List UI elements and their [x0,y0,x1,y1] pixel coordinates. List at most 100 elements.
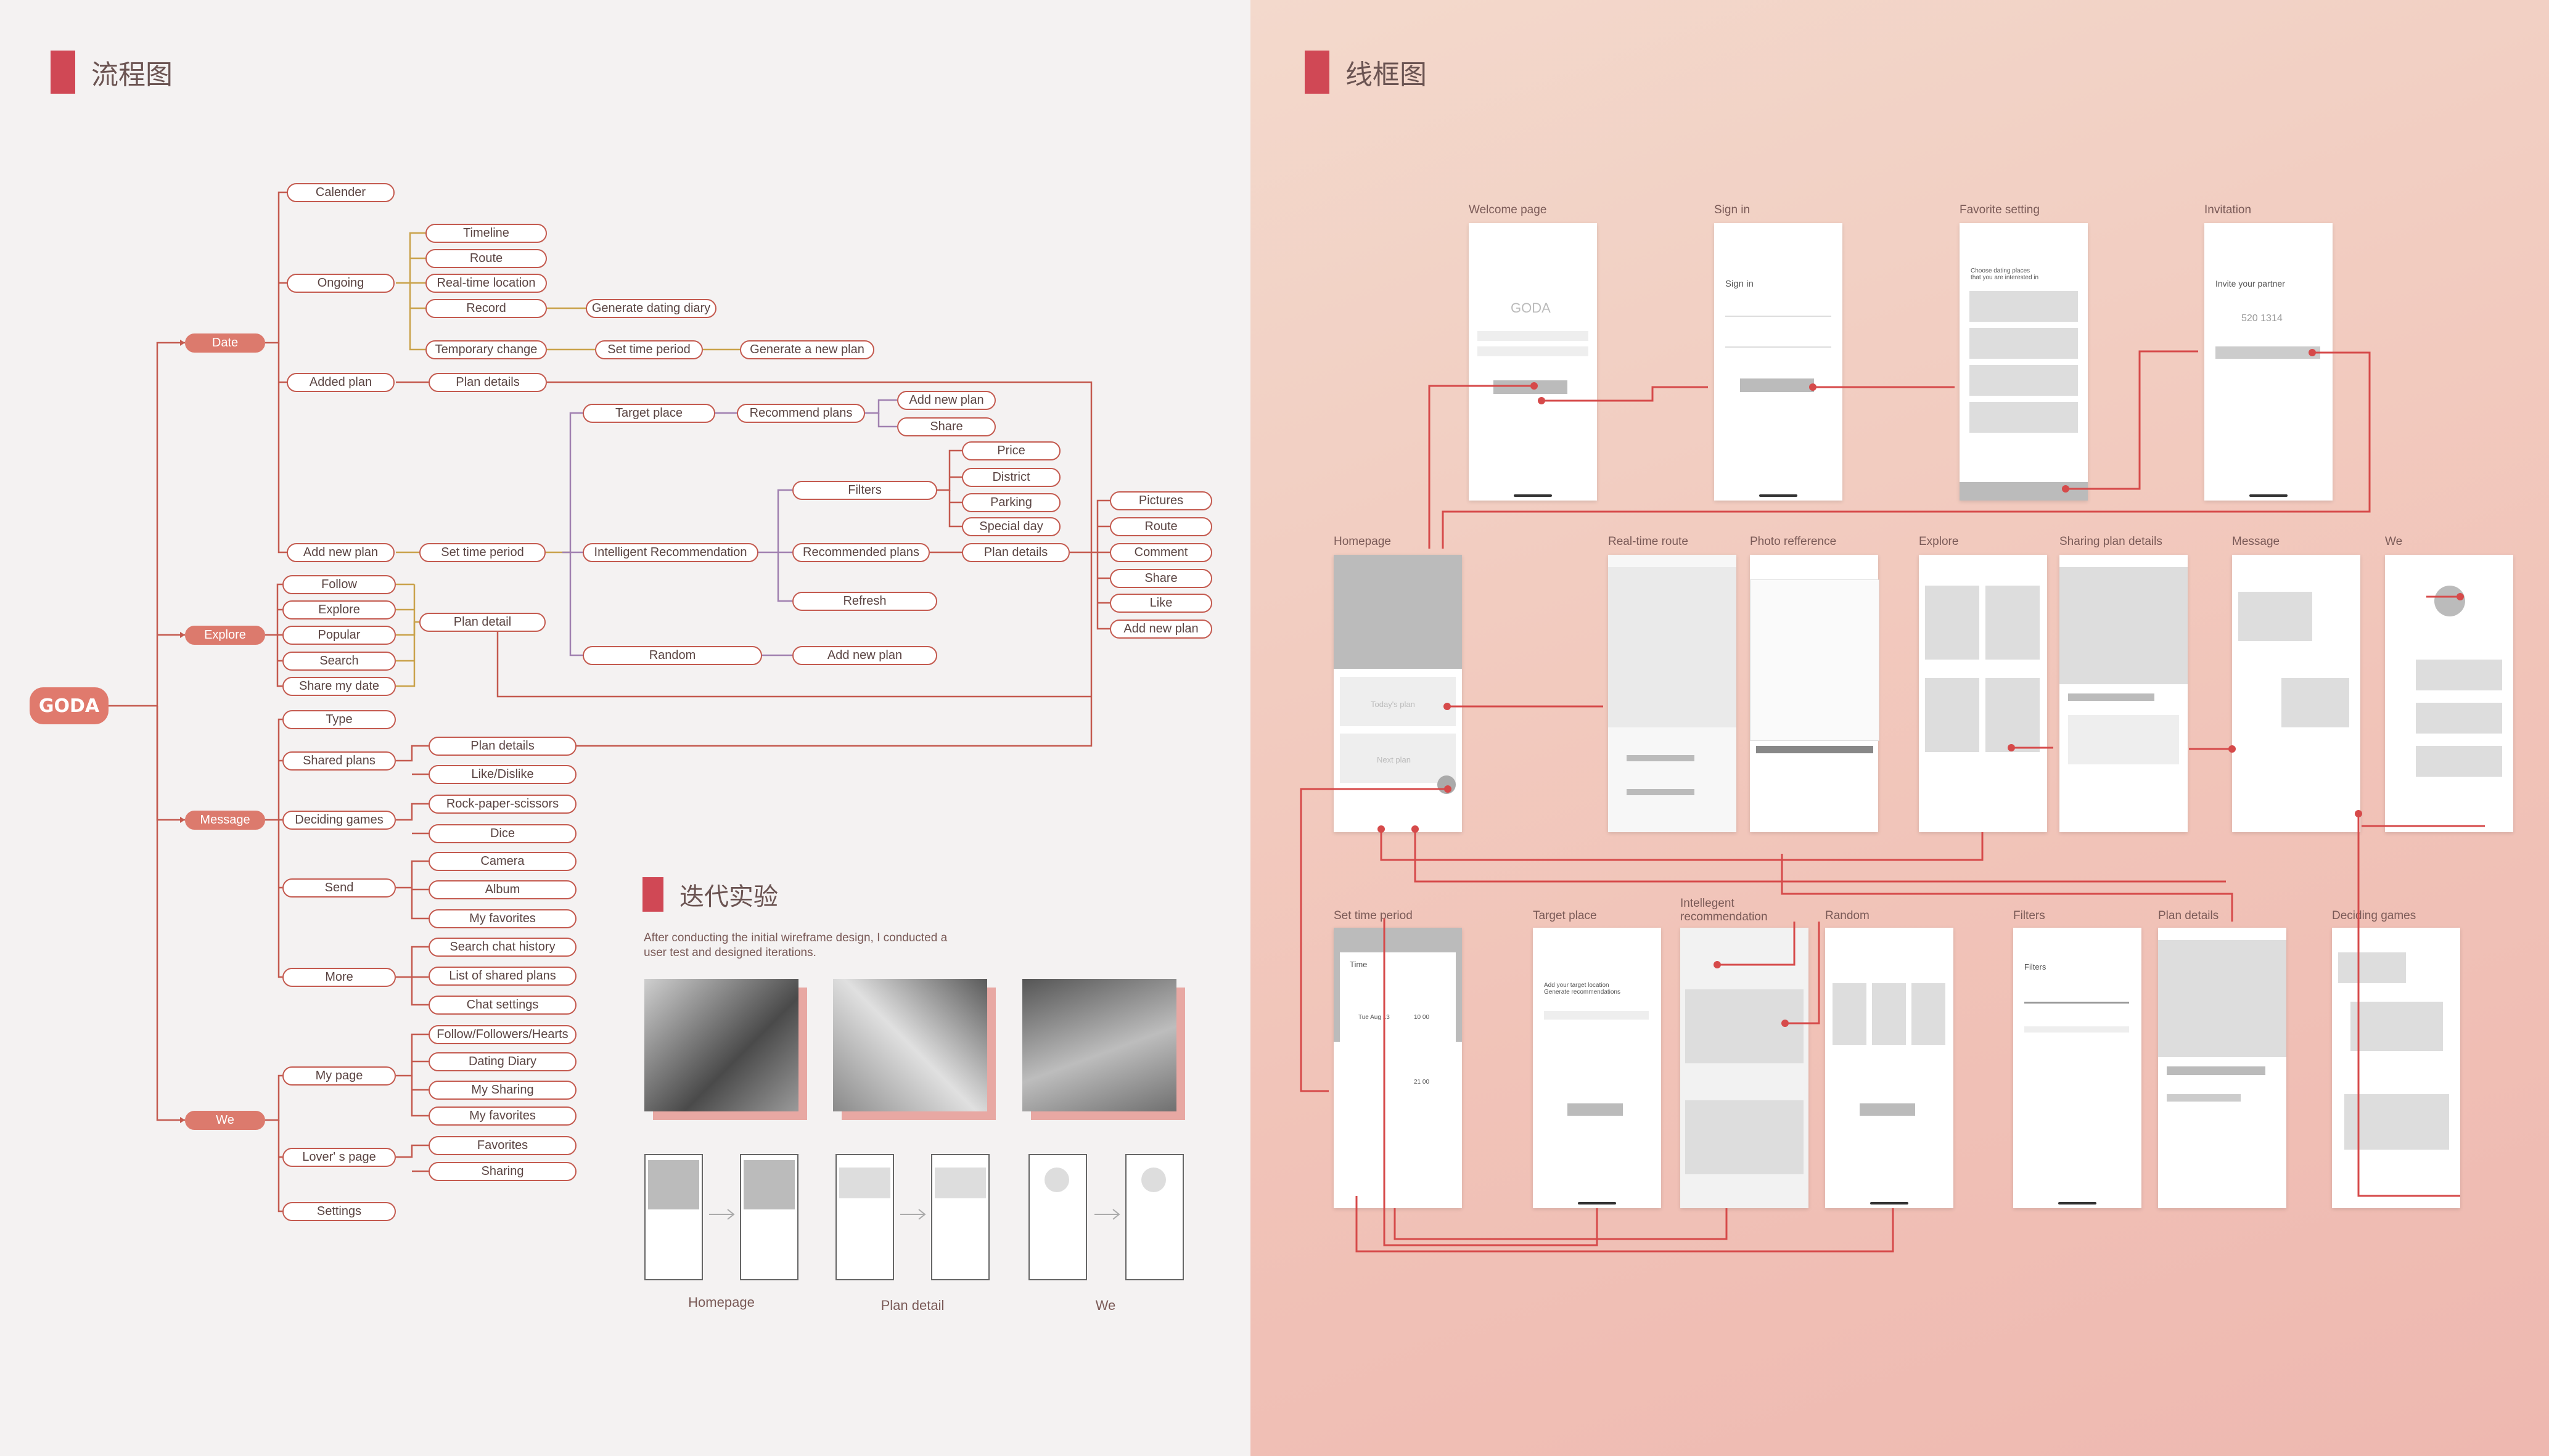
section-flowchart: 流程图 [51,51,173,94]
node-district: District [962,468,1061,487]
wf-filters-text: Filters [2024,962,2046,971]
node-record: Record [425,299,547,318]
node-my-page: My page [282,1066,396,1086]
node-price: Price [962,441,1061,460]
node-random: Random [583,646,762,665]
wf-label-plan-details: Plan details [2158,909,2219,922]
user-test-photo [833,979,987,1111]
node-my-sharing: My Sharing [429,1081,577,1100]
node-refresh: Refresh [792,592,937,611]
section-marker [642,877,663,912]
wf-favorite-screen: Choose dating places that you are intere… [1960,223,2088,501]
wf-label-deciding: Deciding games [2332,909,2416,922]
wf-time-text: Time [1350,960,1368,969]
wf-signin-text: Sign in [1725,279,1754,289]
node-my-favorites: My favorites [429,909,577,928]
node-comment: Comment [1110,543,1212,562]
node-ffh: Follow/Followers/Hearts [429,1025,577,1044]
node-deciding-games: Deciding games [282,811,396,830]
node-special-day: Special day [962,517,1061,536]
section-title: 线框图 [1345,59,1427,91]
node-like-dislike: Like/Dislike [429,765,577,784]
wf-homepage-screen: Today's plan Next plan [1334,555,1462,832]
node-pictures: Pictures [1110,491,1212,510]
section-title: 流程图 [91,59,173,91]
node-recommend-plans: Recommend plans [737,404,865,423]
node-dice: Dice [429,824,577,843]
node-share: Share [897,417,996,436]
wf-explore-screen [1919,555,2047,832]
wf-code-text: 520 1314 [2241,313,2283,324]
wf-label-we: We [2385,535,2403,548]
wf-label-invitation: Invitation [2204,203,2252,216]
wf-goda-text: GODA [1511,300,1551,316]
node-dating-diary: Dating Diary [429,1052,577,1071]
node-route-2: Route [1110,517,1212,536]
wf-label-target: Target place [1533,909,1597,922]
node-add-new-plan-4: Add new plan [1110,620,1212,639]
node-target-place: Target place [583,404,715,423]
section-iteration: 迭代实验 [642,877,778,912]
wf-target-text: Add your target location Generate recomm… [1544,982,1620,996]
node-realtime: Real-time location [425,274,547,293]
wf-fav-text: Choose dating places that you are intere… [1971,268,2039,281]
node-explore-sub: Explore [282,600,396,620]
node-plan-details-2: Plan details [962,543,1070,562]
node-ongoing: Ongoing [287,274,395,293]
wf-invite-text: Invite your partner [2215,279,2285,288]
wf-label-welcome: Welcome page [1469,203,1547,216]
wf-next-text: Next plan [1377,755,1411,764]
node-favorites: Favorites [429,1136,577,1155]
node-added-plan: Added plan [287,373,395,392]
wf-label-favorite: Favorite setting [1960,203,2040,216]
node-shared-plans: Shared plans [282,751,396,771]
wf-label-random: Random [1825,909,1870,922]
root-node: GODA [30,687,109,724]
iteration-wireframe [835,1154,894,1280]
iteration-wireframe [931,1154,990,1280]
node-settings: Settings [282,1202,396,1221]
iteration-label: Plan detail [880,1298,945,1313]
node-chat-settings: Chat settings [429,996,577,1015]
wf-time1-text: 10 00 [1414,1014,1430,1021]
user-test-photo [1022,979,1176,1111]
wf-plan-details-screen [2158,928,2286,1208]
node-gen-diary: Generate dating diary [586,299,716,318]
node-album: Album [429,880,577,899]
node-search-chat: Search chat history [429,938,577,957]
iteration-label: We [1095,1298,1116,1313]
iteration-wireframe [1125,1154,1184,1280]
node-more: More [282,968,396,987]
node-camera: Camera [429,852,577,871]
node-search: Search [282,652,396,671]
node-msg-plan-details: Plan details [429,737,577,756]
wf-intelligent-screen [1680,928,1808,1208]
node-we-favorites: My favorites [429,1106,577,1126]
node-we: We [185,1111,265,1130]
node-like: Like [1110,594,1212,613]
node-follow: Follow [282,575,396,594]
node-sharing: Sharing [429,1162,577,1181]
wf-set-time-screen: Time Tue Aug 13 10 00 21 00 [1334,928,1462,1208]
wf-sharing-screen [2059,555,2188,832]
wf-realtime-screen [1608,555,1736,832]
node-calender: Calender [287,183,395,202]
wf-signin-screen: Sign in [1714,223,1842,501]
node-add-new-plan-3: Add new plan [792,646,937,665]
wf-date-text: Tue Aug 13 [1358,1014,1390,1021]
wf-label-explore: Explore [1919,535,1959,548]
node-intelligent: Intelligent Recommendation [583,543,758,562]
section-title: 迭代实验 [679,883,778,911]
node-send: Send [282,878,396,898]
wf-welcome-screen: GODA [1469,223,1597,501]
wf-today-text: Today's plan [1371,700,1415,709]
node-gen-new-plan: Generate a new plan [740,340,874,359]
node-route: Route [425,249,547,268]
wf-message-screen [2232,555,2360,832]
node-add-new-plan: Add new plan [287,543,395,562]
iteration-label: Homepage [688,1294,755,1310]
node-share-date: Share my date [282,677,396,696]
node-explore: Explore [185,626,265,645]
node-set-time-period: Set time period [419,543,546,562]
node-recommended-plans: Recommended plans [792,543,930,562]
